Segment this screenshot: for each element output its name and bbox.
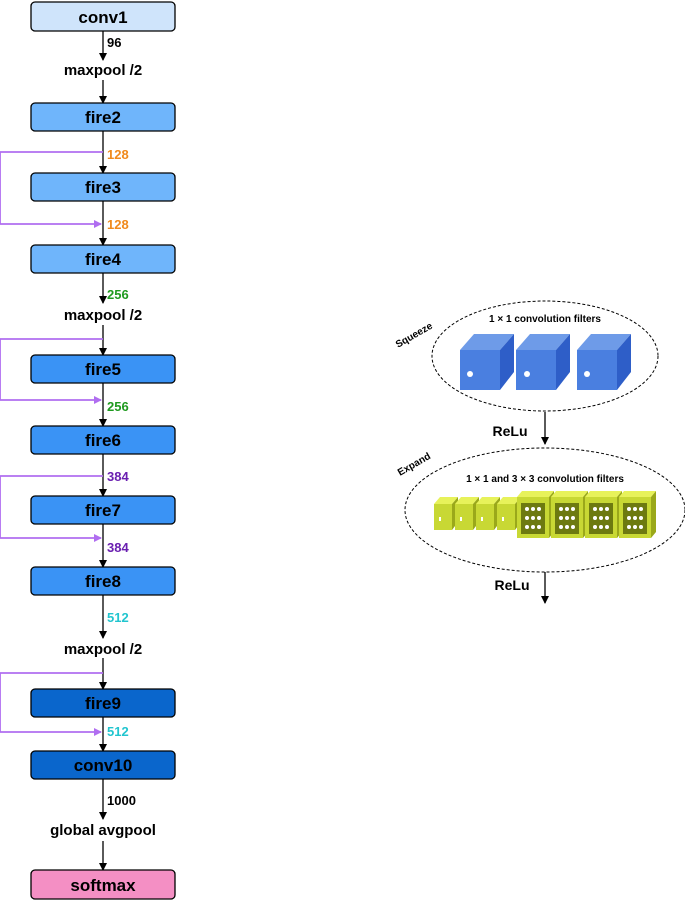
expand-1x1-filter-1 xyxy=(434,497,458,530)
block-fire6: fire6 xyxy=(30,425,176,455)
channel-count-512a: 512 xyxy=(107,610,129,625)
relu-label-2: ReLu xyxy=(495,577,530,593)
bypass-fire3 xyxy=(0,151,103,228)
expand-1x1-filter-3 xyxy=(476,497,500,530)
block-fire7: fire7 xyxy=(30,495,176,525)
block-conv10: conv10 xyxy=(30,750,176,780)
squeeze-filter-2 xyxy=(516,334,570,390)
block-fire9: fire9 xyxy=(30,688,176,718)
channel-count-512b: 512 xyxy=(107,724,129,739)
channel-count-128a: 128 xyxy=(107,147,129,162)
maxpool-label-3: maxpool /2 xyxy=(64,641,142,658)
bypass-fire5 xyxy=(0,338,103,404)
expand-label: Expand xyxy=(396,451,433,479)
bypass-connections xyxy=(0,151,103,736)
expand-1x1-filter-2 xyxy=(455,497,479,530)
pool-labels: maxpool /2 maxpool /2 maxpool /2 global … xyxy=(34,61,172,839)
block-fire2: fire2 xyxy=(30,102,176,132)
maxpool-label-2: maxpool /2 xyxy=(64,307,142,324)
block-fire9-label: fire9 xyxy=(85,694,121,713)
block-fire5-label: fire5 xyxy=(85,360,121,379)
expand-3x3-filter-2 xyxy=(551,491,588,538)
block-fire8: fire8 xyxy=(30,566,176,596)
expand-3x3-filter-4 xyxy=(619,491,656,538)
squeeze-filter-1 xyxy=(460,334,514,390)
maxpool-label-1: maxpool /2 xyxy=(64,62,142,79)
block-fire6-label: fire6 xyxy=(85,431,121,450)
channel-count-128b: 128 xyxy=(107,217,129,232)
expand-3x3-filters xyxy=(517,491,656,538)
expand-1x1-filters xyxy=(434,497,521,530)
expand-title: 1 × 1 and 3 × 3 convolution filters xyxy=(466,474,624,485)
block-fire4-label: fire4 xyxy=(85,250,121,269)
channel-count-384a: 384 xyxy=(107,469,129,484)
block-fire5: fire5 xyxy=(30,354,176,384)
block-fire4: fire4 xyxy=(30,244,176,274)
channel-count-96: 96 xyxy=(107,35,121,50)
channel-counts: 96 128 128 256 256 384 384 512 512 1000 xyxy=(107,35,136,808)
bypass-fire9 xyxy=(0,672,103,736)
squeeze-filters xyxy=(460,334,631,390)
channel-count-256a: 256 xyxy=(107,287,129,302)
squeeze-filter-3 xyxy=(577,334,631,390)
channel-count-384b: 384 xyxy=(107,540,129,555)
global-avgpool-label: global avgpool xyxy=(50,822,156,839)
block-conv1: conv1 xyxy=(30,1,176,32)
channel-count-256b: 256 xyxy=(107,399,129,414)
bypass-fire7 xyxy=(0,475,103,542)
expand-3x3-filter-3 xyxy=(585,491,622,538)
expand-3x3-filter-1 xyxy=(517,491,554,538)
block-fire2-label: fire2 xyxy=(85,108,121,127)
block-fire3-label: fire3 xyxy=(85,178,121,197)
block-softmax-label: softmax xyxy=(70,876,136,895)
block-fire8-label: fire8 xyxy=(85,572,121,591)
fire-module-detail: 1 × 1 convolution filters Squeeze xyxy=(394,300,685,604)
squeeze-title: 1 × 1 convolution filters xyxy=(489,314,601,325)
squeeze-ellipse xyxy=(431,300,659,412)
relu-label-1: ReLu xyxy=(493,423,528,439)
block-softmax: softmax xyxy=(30,869,176,900)
block-conv1-label: conv1 xyxy=(78,8,127,27)
block-fire7-label: fire7 xyxy=(85,501,121,520)
block-conv10-label: conv10 xyxy=(74,756,133,775)
block-fire3: fire3 xyxy=(30,172,176,202)
squeeze-label: Squeeze xyxy=(394,321,435,351)
channel-count-1000: 1000 xyxy=(107,793,136,808)
